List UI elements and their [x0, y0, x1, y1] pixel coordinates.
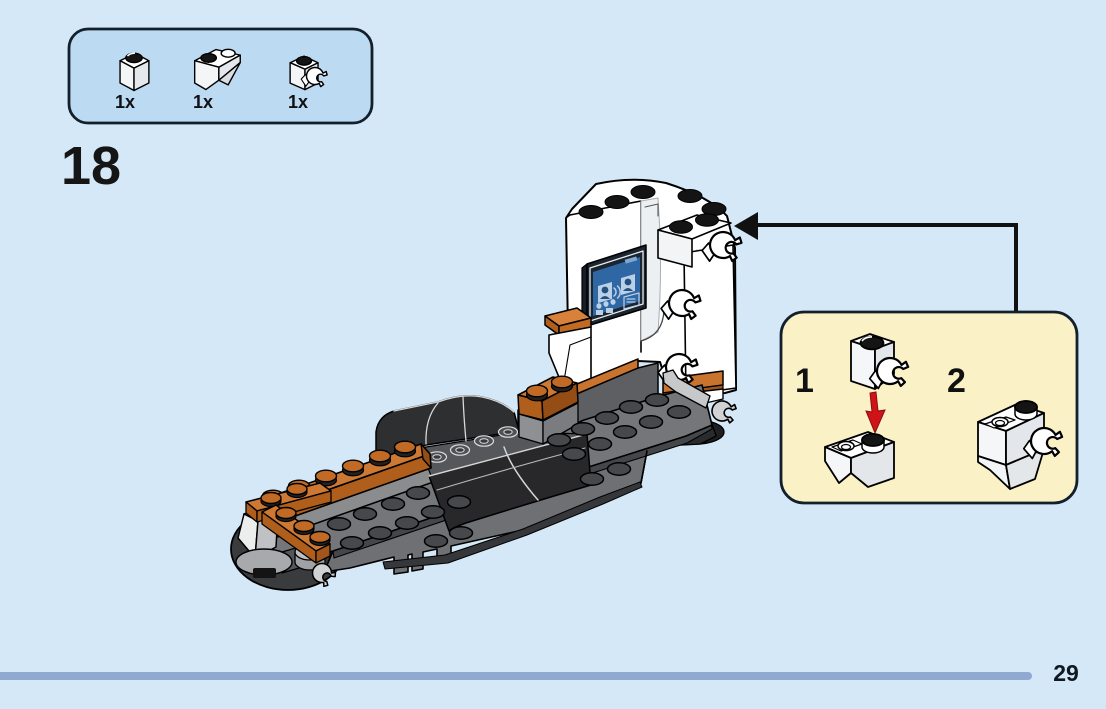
- svg-text:1x: 1x: [193, 92, 213, 112]
- svg-text:2: 2: [947, 362, 966, 400]
- svg-text:29: 29: [1053, 660, 1079, 686]
- svg-text:1: 1: [795, 362, 814, 400]
- svg-text:1x: 1x: [115, 92, 135, 112]
- svg-text:1x: 1x: [288, 92, 308, 112]
- svg-text:18: 18: [61, 136, 121, 196]
